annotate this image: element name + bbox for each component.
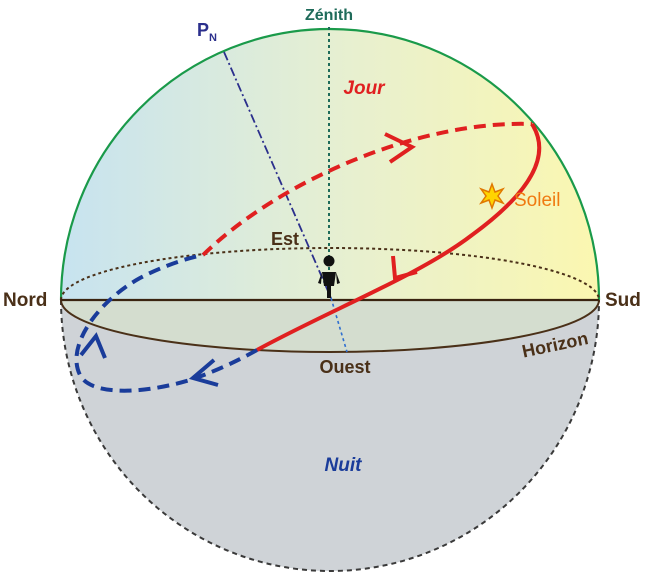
north-label: Nord — [3, 290, 47, 311]
day-arrow-icon-2 — [391, 255, 418, 281]
polar-axis-upper — [223, 51, 332, 299]
sphere-outline-lower — [60, 299, 600, 572]
sun-label: Soleil — [514, 190, 560, 211]
horizon-front-half — [61, 300, 599, 352]
day-hemisphere — [61, 29, 599, 300]
sun-path-day-front — [256, 122, 542, 352]
pole-subscript: N — [209, 32, 217, 44]
zenith-label: Zénith — [305, 7, 353, 24]
sun-icon — [478, 181, 506, 211]
night-label: Nuit — [325, 455, 363, 476]
pole-label: PN — [197, 20, 217, 44]
east-label: Est — [271, 229, 299, 249]
south-label: Sud — [605, 290, 641, 311]
horizon-back-arc — [60, 247, 600, 301]
night-arrow-icon-2 — [188, 358, 219, 387]
observer-icon — [318, 255, 340, 298]
night-hemisphere — [61, 300, 599, 571]
night-arrow-icon — [79, 332, 107, 359]
pole-letter: P — [197, 20, 209, 40]
day-label: Jour — [343, 78, 386, 99]
west-label: Ouest — [319, 357, 370, 377]
day-arrow-icon — [384, 132, 416, 164]
sun-path-day-back — [201, 121, 533, 257]
sun-path-night — [74, 253, 258, 393]
horizon-front-arc — [60, 299, 600, 353]
